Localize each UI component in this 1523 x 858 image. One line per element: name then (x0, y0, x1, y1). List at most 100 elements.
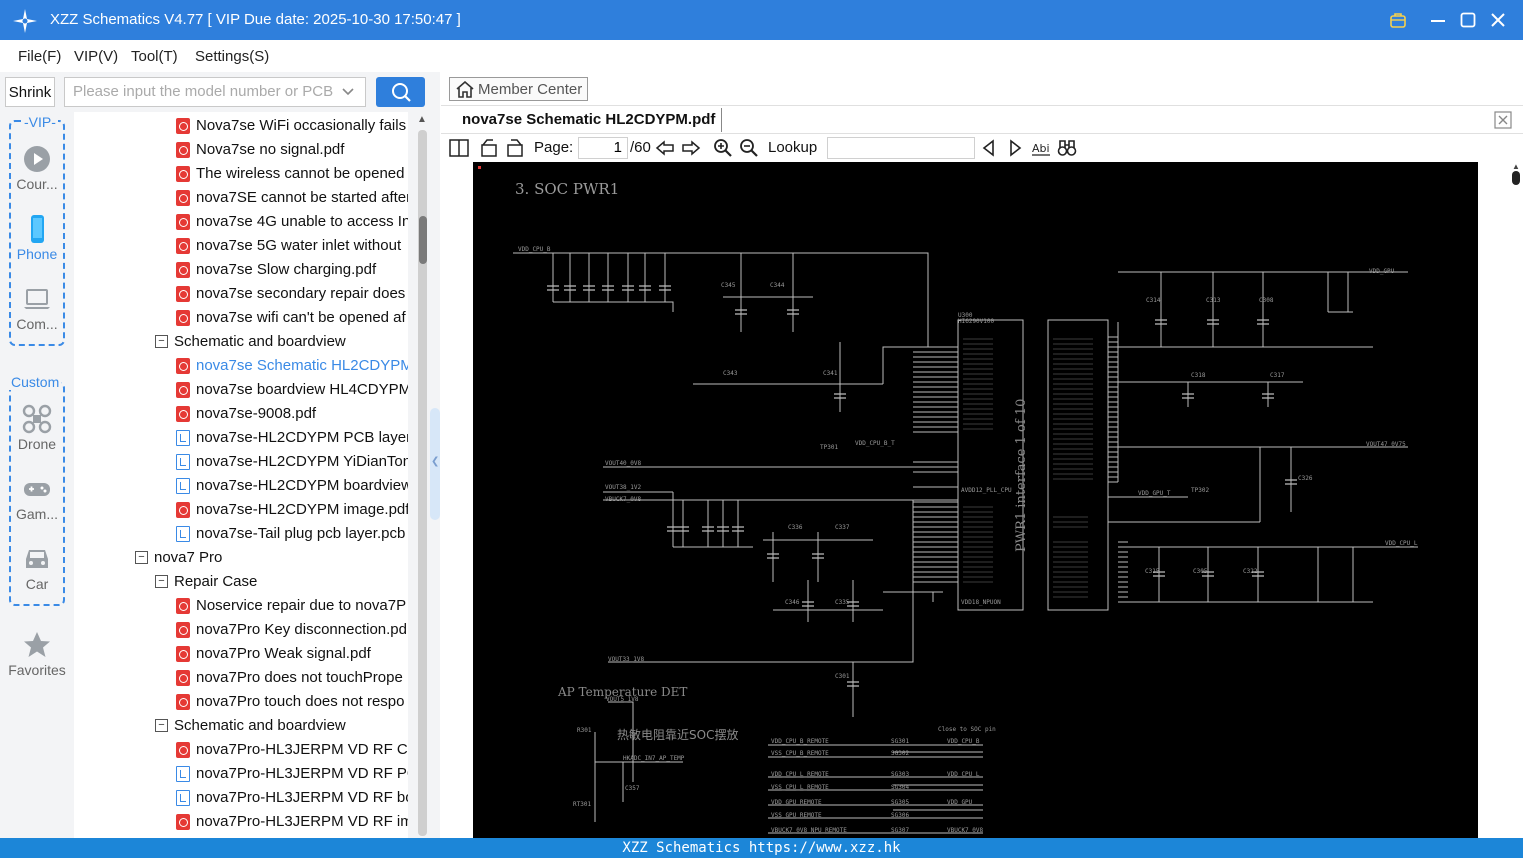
pdf-file-icon (176, 814, 190, 830)
collapse-left-icon[interactable]: ❮ (431, 456, 440, 467)
tree-file[interactable]: nova7se wifi can't be opened af (74, 306, 408, 330)
category-game[interactable]: Gam... (0, 474, 74, 522)
rotate-left-icon[interactable] (479, 138, 499, 158)
collapse-toggle-icon[interactable]: − (155, 719, 168, 732)
tree-item-label: nova7se-HL2CDYPM boardview (196, 477, 408, 494)
maximize-icon[interactable] (1456, 8, 1480, 32)
menu-bar: File(F) VIP(V) Tool(T) Settings(S) (0, 40, 1523, 72)
category-phone[interactable]: Phone (0, 214, 74, 262)
tree-file[interactable]: nova7se-9008.pdf (74, 402, 408, 426)
menu-settings[interactable]: Settings(S) (195, 48, 270, 65)
tp301-label: TP301 (820, 444, 838, 451)
category-sidebar: -VIP- Cour... Phone Com... Custom Drone … (0, 112, 74, 838)
find-previous-icon[interactable] (979, 138, 999, 158)
tree-file[interactable]: nova7Pro does not touchPrope (74, 666, 408, 690)
tree-file[interactable]: nova7se Slow charging.pdf (74, 258, 408, 282)
tree-item-label: nova7se boardview HL4CDYPM (196, 381, 408, 398)
member-center-button[interactable]: Member Center (449, 77, 588, 101)
tree-file[interactable]: nova7se Schematic HL2CDYPM. (74, 354, 408, 378)
tree-folder[interactable]: −Schematic and boardview (74, 714, 408, 738)
page-number-input[interactable]: 1 (578, 137, 628, 159)
remote-net-label: VDD_GPU_REMOTE (771, 799, 822, 806)
cap-label: C313 (1206, 297, 1221, 304)
zoom-in-icon[interactable] (713, 138, 733, 158)
category-computer[interactable]: Com... (0, 284, 74, 332)
tree-folder[interactable]: −Schematic and boardview (74, 330, 408, 354)
tree-file[interactable]: nova7Pro Weak signal.pdf (74, 642, 408, 666)
close-icon[interactable] (1486, 8, 1510, 32)
tree-file[interactable]: nova7Pro-HL3JERPM VD RF PCI (74, 762, 408, 786)
collapse-toggle-icon[interactable]: − (155, 335, 168, 348)
tree-file[interactable]: Noservice repair due to nova7P (74, 594, 408, 618)
scroll-track[interactable] (418, 130, 427, 836)
tree-file[interactable]: nova7Pro Key disconnection.pd (74, 618, 408, 642)
cap-label: C315 (1145, 568, 1160, 575)
document-tab[interactable]: nova7se Schematic HL2CDYPM.pdf (462, 111, 716, 128)
search-button[interactable] (376, 77, 425, 107)
next-page-arrow-icon[interactable] (681, 138, 701, 158)
panel-splitter[interactable]: ❮ (430, 408, 440, 520)
model-search-input[interactable]: Please input the model number or PCB (64, 77, 366, 107)
sg-label: SG301 (891, 738, 909, 745)
bag-icon[interactable] (1386, 8, 1410, 32)
minimize-icon[interactable] (1426, 8, 1450, 32)
collapse-toggle-icon[interactable]: − (135, 551, 148, 564)
ic-pin-text-lines (963, 338, 1093, 598)
collapse-toggle-icon[interactable]: − (155, 575, 168, 588)
prev-page-arrow-icon[interactable] (655, 138, 675, 158)
tree-file[interactable]: The wireless cannot be opened (74, 162, 408, 186)
scroll-up-icon[interactable]: ▲ (417, 114, 427, 125)
viewer-scrollbar[interactable]: ▲ (1509, 162, 1523, 838)
pdf-file-icon (176, 214, 190, 230)
menu-vip[interactable]: VIP(V) (74, 48, 119, 65)
net-vout5: VOUT5_1V8 (606, 696, 639, 703)
cap-label: C341 (823, 370, 838, 377)
tree-item-label: nova7Pro-HL3JERPM VD RF ima (196, 813, 408, 830)
chevron-down-icon[interactable] (341, 78, 355, 116)
remote-target-label: VBUCK7_0V8 (947, 827, 984, 834)
lookup-input[interactable] (827, 137, 975, 159)
zoom-out-icon[interactable] (739, 138, 759, 158)
tree-file[interactable]: nova7se-HL2CDYPM YiDianTon (74, 450, 408, 474)
tree-folder[interactable]: −Repair Case (74, 570, 408, 594)
tree-file[interactable]: Nova7se WiFi occasionally fails (74, 114, 408, 138)
scroll-thumb[interactable] (419, 216, 427, 264)
category-car[interactable]: Car (0, 544, 74, 592)
tree-file[interactable]: nova7Pro-HL3JERPM VD RF Cor (74, 738, 408, 762)
schematic-page[interactable]: 3. SOC PWR1 (473, 162, 1478, 838)
scroll-up-icon[interactable]: ▲ (1512, 162, 1520, 171)
tree-folder[interactable]: −nova7 Pro (74, 546, 408, 570)
category-drone[interactable]: Drone (0, 404, 74, 452)
tree-file[interactable]: nova7Pro touch does not respo (74, 690, 408, 714)
tree-file[interactable]: nova7se-HL2CDYPM boardview (74, 474, 408, 498)
category-course[interactable]: Cour... (0, 144, 74, 192)
tree-item-label: The wireless cannot be opened (196, 165, 405, 182)
pdf-file-icon (176, 118, 190, 134)
tree-file[interactable]: nova7Pro-HL3JERPM VD RF boa (74, 786, 408, 810)
tree-file[interactable]: nova7se-Tail plug pcb layer.pcb (74, 522, 408, 546)
match-case-icon[interactable]: Abi (1031, 138, 1051, 158)
binoculars-icon[interactable] (1057, 138, 1077, 158)
menu-file[interactable]: File(F) (18, 48, 62, 65)
tree-file[interactable]: nova7Pro-HL3JERPM VD RF ima (74, 810, 408, 834)
tree-file[interactable]: nova7se-HL2CDYPM image.pdf (74, 498, 408, 522)
shrink-button[interactable]: Shrink (5, 77, 55, 107)
tree-file[interactable]: nova7se secondary repair does (74, 282, 408, 306)
tree-file[interactable]: nova7se 5G water inlet without (74, 234, 408, 258)
category-favorites[interactable]: Favorites (0, 630, 74, 678)
ic-reference: U300 (958, 312, 973, 319)
viewer-scroll-thumb[interactable] (1512, 171, 1520, 185)
tree-file[interactable]: nova7se 4G unable to access Int (74, 210, 408, 234)
category-car-label: Car (25, 576, 49, 592)
tree-file[interactable]: nova7se boardview HL4CDYPM (74, 378, 408, 402)
cap-label: C335 (835, 599, 850, 606)
menu-tool[interactable]: Tool(T) (131, 48, 178, 65)
find-next-icon[interactable] (1005, 138, 1025, 158)
tree-file[interactable]: Nova7se no signal.pdf (74, 138, 408, 162)
tree-scrollbar[interactable]: ▲ (408, 112, 432, 838)
tree-file[interactable]: nova7se-HL2CDYPM PCB layer.p (74, 426, 408, 450)
close-document-icon[interactable] (1494, 111, 1512, 129)
sidebar-toggle-icon[interactable] (449, 138, 469, 158)
rotate-right-icon[interactable] (505, 138, 525, 158)
tree-file[interactable]: nova7SE cannot be started after (74, 186, 408, 210)
